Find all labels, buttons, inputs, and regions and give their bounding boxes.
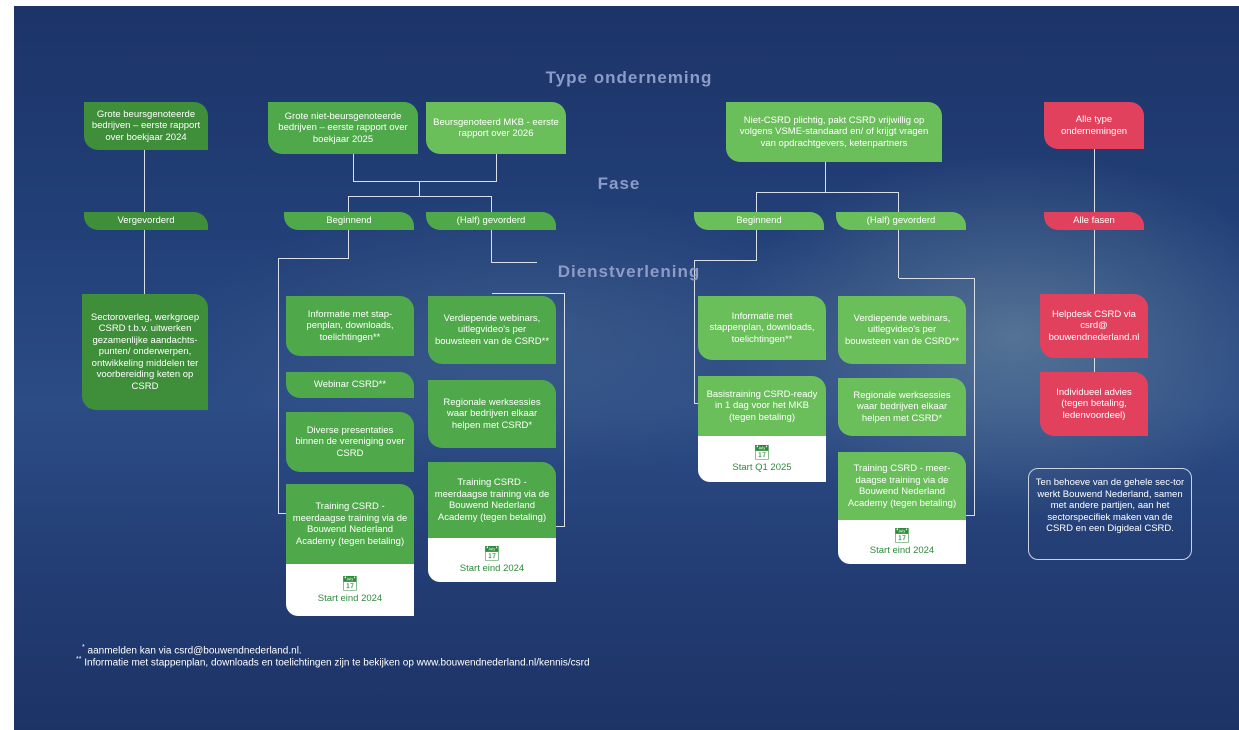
start-date-card: 📅︎ Start Q1 2025 <box>698 436 826 482</box>
service-label: Informatie met stappenplan, downloads, t… <box>709 310 815 345</box>
fase-half-gevorderd: (Half) gevorderd <box>836 212 966 230</box>
fase-label: Beginnend <box>326 215 372 227</box>
connector <box>756 192 757 212</box>
connector <box>898 230 899 278</box>
fase-beginnend: Beginnend <box>284 212 414 230</box>
service-label: Diverse presentaties binnen de verenigin… <box>295 424 405 459</box>
service-label: Webinar CSRD** <box>313 379 387 391</box>
service-label: Training CSRD - meerdaagse training via … <box>292 501 408 547</box>
type-alle-ondernemingen: Alle type ondernemingen <box>1044 102 1144 149</box>
connector <box>1094 149 1095 212</box>
connector <box>353 154 354 182</box>
calendar-icon: 📅︎ <box>341 575 359 592</box>
service-regionale-werksessies: Regionale werksessies waar bedrijven elk… <box>428 380 556 448</box>
footnote-mark: * <box>82 644 85 651</box>
start-date-card: 📅︎ Start eind 2024 <box>286 564 414 616</box>
service-label: Individueel advies (tegen betaling, lede… <box>1056 386 1132 421</box>
connector <box>898 192 899 212</box>
type-grote-beursgenoteerde: Grote beursgenoteerde bedrijven – eerste… <box>84 102 208 150</box>
connector <box>825 162 826 192</box>
connector <box>491 196 492 212</box>
connector <box>348 230 349 258</box>
connector <box>694 260 757 261</box>
service-presentaties: Diverse presentaties binnen de verenigin… <box>286 412 414 472</box>
connector <box>491 262 537 293</box>
service-label: Training CSRD - meer-daagse training via… <box>847 463 957 509</box>
connector <box>278 258 349 259</box>
footnote-text: aanmelden kan via csrd@bouwendnederland.… <box>87 645 302 657</box>
service-webinar: Webinar CSRD** <box>286 372 414 398</box>
fase-label: Alle fasen <box>1073 215 1115 227</box>
footnote-2: ** Informatie met stappenplan, downloads… <box>76 656 590 668</box>
type-grote-niet-beursgenoteerde: Grote niet-beursgenoteerde bedrijven – e… <box>268 102 418 154</box>
service-training: Training CSRD - meerdaagse training via … <box>286 484 414 564</box>
fase-half-gevorderd: (Half) gevorderd <box>426 212 556 230</box>
footnote-1: * aanmelden kan via csrd@bouwendnederlan… <box>82 644 302 656</box>
service-training: Training CSRD - meerdaagse training via … <box>428 462 556 538</box>
connector <box>1094 358 1095 372</box>
service-sectoroverleg: Sectoroverleg, werkgroep CSRD t.b.v. uit… <box>82 294 208 410</box>
bracket <box>278 258 287 514</box>
connector <box>144 230 145 294</box>
service-label: Regionale werksessies waar bedrijven elk… <box>443 396 541 431</box>
type-label: Alle type ondernemingen <box>1060 114 1128 137</box>
fase-beginnend: Beginnend <box>694 212 824 230</box>
sector-note: Ten behoeve van de gehele sec-tor werkt … <box>1028 468 1192 560</box>
service-verdiepende-webinars: Verdiepende webinars, uitlegvideo's per … <box>838 296 966 364</box>
footnote-mark: ** <box>76 656 82 663</box>
type-label: Grote beursgenoteerde bedrijven – eerste… <box>91 108 201 143</box>
type-label: Niet-CSRD plichtig, pakt CSRD vrijwillig… <box>739 114 929 149</box>
fase-alle-fasen: Alle fasen <box>1044 212 1144 230</box>
service-regionale-werksessies: Regionale werksessies waar bedrijven elk… <box>838 378 966 436</box>
service-informatie: Informatie met stap-penplan, downloads, … <box>286 296 414 356</box>
diagram-canvas: Type onderneming Fase Dienstverlening Gr… <box>14 6 1239 730</box>
calendar-icon: 📅︎ <box>483 545 501 562</box>
type-niet-csrd-plichtig: Niet-CSRD plichtig, pakt CSRD vrijwillig… <box>726 102 942 162</box>
connector <box>756 192 898 193</box>
type-label: Grote niet-beursgenoteerde bedrijven – e… <box>278 110 408 145</box>
service-label: Helpdesk CSRD via csrd@ bouwendnederland… <box>1048 308 1140 343</box>
heading-type-onderneming: Type onderneming <box>545 68 713 87</box>
type-label: Beursgenoteerd MKB - eerste rapport over… <box>433 116 559 140</box>
connector <box>491 230 492 262</box>
service-basistraining: Basistraining CSRD-ready in 1 dag voor h… <box>698 376 826 436</box>
fase-vergevorderd: Vergevorderd <box>84 212 208 230</box>
service-training: Training CSRD - meer-daagse training via… <box>838 452 966 520</box>
service-label: Regionale werksessies waar bedrijven elk… <box>853 389 951 424</box>
connector <box>353 181 497 182</box>
connector <box>1094 230 1095 294</box>
service-label: Basistraining CSRD-ready in 1 dag voor h… <box>706 388 818 423</box>
start-date: Start eind 2024 <box>869 545 935 557</box>
start-date: Start eind 2024 <box>459 563 525 575</box>
start-date-card: 📅︎ Start eind 2024 <box>428 538 556 582</box>
start-date: Start Q1 2025 <box>732 462 792 474</box>
start-date-card: 📅︎ Start eind 2024 <box>838 520 966 564</box>
connector <box>348 196 491 197</box>
service-label: Verdiepende webinars, uitlegvideo's per … <box>844 312 960 347</box>
connector <box>419 181 420 196</box>
service-label: Sectoroverleg, werkgroep CSRD t.b.v. uit… <box>90 311 200 392</box>
service-label: Informatie met stap-penplan, downloads, … <box>306 308 394 343</box>
fase-label: Beginnend <box>736 215 782 227</box>
fase-label: (Half) gevorderd <box>456 215 526 227</box>
service-individueel-advies: Individueel advies (tegen betaling, lede… <box>1040 372 1148 436</box>
service-informatie: Informatie met stappenplan, downloads, t… <box>698 296 826 360</box>
connector <box>348 196 349 212</box>
footnote-text: Informatie met stappenplan, downloads en… <box>84 657 590 669</box>
service-label: Training CSRD - meerdaagse training via … <box>434 477 550 523</box>
fase-label: Vergevorderd <box>117 215 175 227</box>
service-verdiepende-webinars: Verdiepende webinars, uitlegvideo's per … <box>428 296 556 364</box>
heading-fase: Fase <box>597 174 641 193</box>
service-label: Verdiepende webinars, uitlegvideo's per … <box>434 312 550 347</box>
service-helpdesk: Helpdesk CSRD via csrd@ bouwendnederland… <box>1040 294 1148 358</box>
calendar-icon: 📅︎ <box>753 444 771 461</box>
calendar-icon: 📅︎ <box>893 527 911 544</box>
type-beursgenoteerd-mkb: Beursgenoteerd MKB - eerste rapport over… <box>426 102 566 154</box>
connector <box>756 230 757 260</box>
start-date: Start eind 2024 <box>317 593 383 605</box>
connector <box>144 150 145 212</box>
connector <box>496 154 497 182</box>
heading-dienstverlening: Dienstverlening <box>557 262 701 281</box>
fase-label: (Half) gevorderd <box>866 215 936 227</box>
